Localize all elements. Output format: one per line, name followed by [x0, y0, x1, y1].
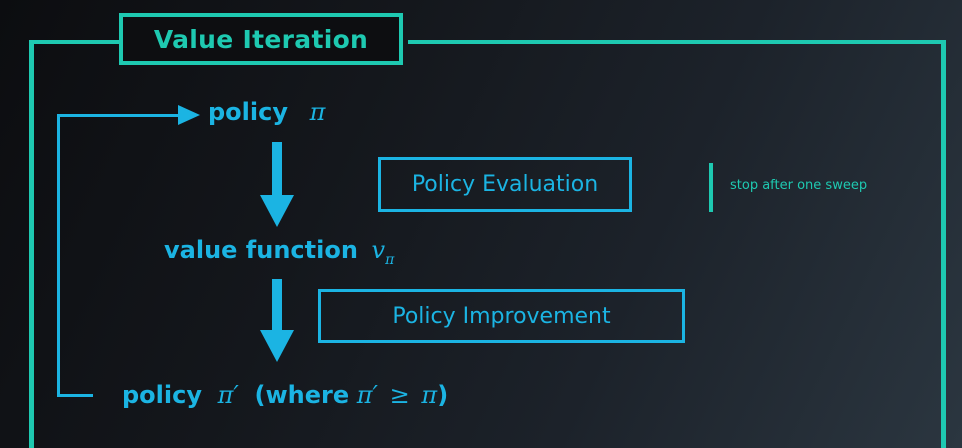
node-policy-label: policy: [208, 98, 288, 126]
condition-lhs: π′: [356, 381, 379, 409]
condition-rhs: π: [421, 381, 438, 409]
loop-line-top: [57, 114, 182, 117]
node-value-function: value function vπ: [164, 236, 394, 268]
policy-improvement-box: Policy Improvement: [318, 289, 685, 343]
node-policy-prime: policy π′ (where π′ ≥ π): [122, 381, 448, 409]
condition-close: ): [437, 381, 449, 409]
frame-border-right: [941, 40, 946, 448]
arrow-down-icon: [272, 279, 282, 335]
arrow-down-head-icon: [260, 195, 294, 227]
frame-border-top-right: [408, 40, 946, 44]
diagram-title: Value Iteration: [153, 24, 369, 54]
pi-symbol: π: [309, 98, 326, 126]
condition-open: (where: [254, 381, 350, 409]
v-subscript: π: [385, 251, 395, 268]
pi-prime-symbol: π′: [217, 381, 239, 409]
note-text: stop after one sweep: [730, 178, 868, 193]
arrow-down-icon: [272, 142, 282, 200]
policy-improvement-label: Policy Improvement: [392, 303, 611, 329]
note-divider: [709, 163, 713, 212]
node-policy: policy π: [208, 98, 325, 126]
frame-border-left: [29, 40, 34, 448]
condition-op: ≥: [389, 381, 410, 409]
policy-evaluation-label: Policy Evaluation: [411, 172, 599, 197]
policy-evaluation-box: Policy Evaluation: [378, 157, 632, 212]
loop-line-left: [57, 114, 60, 397]
node-value-label: value function: [164, 236, 358, 264]
frame-border-top-left: [29, 40, 121, 44]
arrow-right-icon: [178, 105, 200, 125]
loop-line-bottom: [57, 394, 93, 397]
title-box: Value Iteration: [119, 13, 403, 65]
v-symbol: v: [371, 236, 386, 264]
arrow-down-head-icon: [260, 330, 294, 362]
node-policy-prime-label: policy: [122, 381, 202, 409]
